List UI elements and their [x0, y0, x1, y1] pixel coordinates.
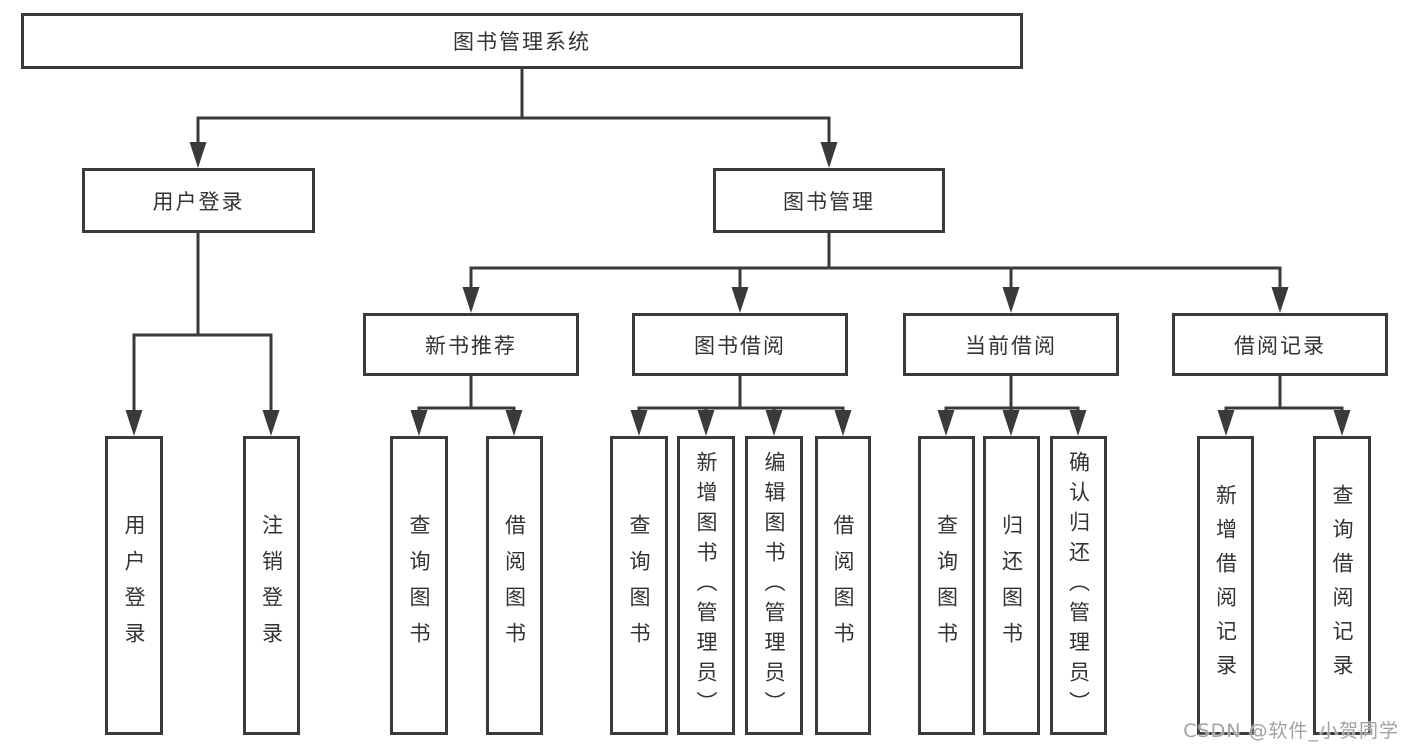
- node-label: 借阅记录: [1234, 333, 1326, 358]
- arrowhead-icon: [410, 410, 428, 436]
- node-book-borrow: 图书借阅: [632, 313, 848, 376]
- node-leaf-bb-add-book: 新增图书（管理员）: [677, 436, 735, 735]
- arrowhead-icon: [462, 287, 480, 313]
- connector: [944, 376, 1080, 413]
- node-leaf-rec-query-book: 查询图书: [390, 436, 448, 735]
- node-leaf-cb-query-book: 查询图书: [918, 436, 975, 735]
- connector: [196, 69, 831, 145]
- node-label: 借阅图书: [831, 513, 855, 658]
- connector: [469, 233, 1282, 290]
- connector: [637, 376, 845, 413]
- connector: [132, 233, 273, 413]
- node-leaf-br-add-record: 新增借阅记录: [1197, 436, 1254, 735]
- arrowhead-icon: [1217, 410, 1235, 436]
- arrowhead-icon: [765, 410, 783, 436]
- node-label: 归还图书: [999, 513, 1024, 658]
- arrowhead-icon: [1002, 287, 1020, 313]
- connector: [1224, 376, 1344, 413]
- arrowhead-icon: [125, 410, 143, 436]
- node-leaf-rec-borrow-book: 借阅图书: [486, 436, 543, 735]
- node-label: 查询图书: [934, 513, 959, 658]
- arrowhead-icon: [697, 410, 715, 436]
- node-leaf-bb-query-book: 查询图书: [610, 436, 668, 735]
- arrowhead-icon: [1002, 410, 1020, 436]
- node-leaf-bb-edit-book: 编辑图书（管理员）: [745, 436, 803, 735]
- arrowhead-icon: [834, 410, 852, 436]
- arrowhead-icon: [1271, 287, 1289, 313]
- node-label: 图书管理: [783, 189, 875, 214]
- node-leaf-logout: 注销登录: [243, 436, 300, 735]
- arrowhead-icon: [820, 142, 838, 168]
- arrowhead-icon: [731, 287, 749, 313]
- node-current-borrow: 当前借阅: [903, 313, 1119, 376]
- node-label: 借阅图书: [502, 513, 527, 658]
- node-label: 新增借阅记录: [1213, 483, 1238, 688]
- node-leaf-cb-confirm-return: 确认归还（管理员）: [1050, 436, 1107, 735]
- arrowhead-icon: [630, 410, 648, 436]
- node-leaf-bb-borrow-book: 借阅图书: [815, 436, 871, 735]
- arrowhead-icon: [262, 410, 280, 436]
- node-label: 新增图书（管理员）: [694, 450, 718, 721]
- node-leaf-br-query-record: 查询借阅记录: [1313, 436, 1371, 735]
- node-borrow-record: 借阅记录: [1172, 313, 1388, 376]
- node-leaf-user-login: 用户登录: [105, 436, 163, 735]
- node-label: 图书借阅: [694, 333, 786, 358]
- watermark: CSDN @软件_小贺同学: [1183, 720, 1399, 742]
- node-library-management-system: 图书管理系统: [21, 13, 1023, 69]
- node-label: 当前借阅: [965, 333, 1057, 358]
- node-label: 查询图书: [407, 513, 431, 658]
- node-book-mgmt: 图书管理: [713, 168, 945, 233]
- arrowhead-icon: [937, 410, 955, 436]
- node-label: 用户登录: [122, 513, 146, 658]
- node-leaf-cb-return-book: 归还图书: [983, 436, 1040, 735]
- node-label: 查询借阅记录: [1330, 483, 1354, 688]
- node-label: 用户登录: [152, 189, 245, 214]
- connector: [417, 376, 516, 413]
- arrowhead-icon: [1069, 410, 1087, 436]
- arrowhead-icon: [189, 142, 207, 168]
- node-label: 查询图书: [627, 513, 651, 658]
- node-user-login: 用户登录: [82, 168, 315, 233]
- arrowhead-icon: [505, 410, 523, 436]
- node-new-book-rec: 新书推荐: [363, 313, 579, 376]
- node-label: 确认归还（管理员）: [1066, 450, 1091, 721]
- node-label: 编辑图书（管理员）: [762, 450, 786, 721]
- node-label: 图书管理系统: [453, 30, 591, 54]
- arrowhead-icon: [1333, 410, 1351, 436]
- node-label: 注销登录: [259, 513, 284, 658]
- node-label: 新书推荐: [425, 333, 517, 358]
